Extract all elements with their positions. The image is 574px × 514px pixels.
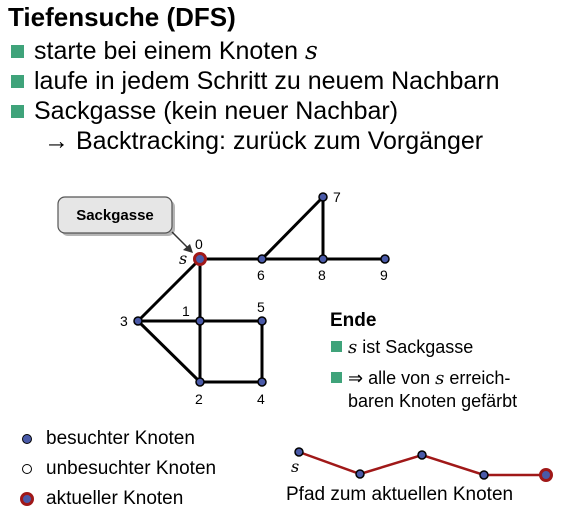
bullet-item: Sackgasse (kein neuer Nachbar) → Backtra…: [8, 96, 500, 156]
ende-text: ⇒ alle von: [348, 368, 436, 388]
graph-node: [195, 316, 205, 326]
graph-node: [257, 254, 267, 264]
path-node-current: [539, 468, 553, 482]
bullet-square-icon: [11, 105, 24, 118]
legend-label: besuchter Knoten: [46, 428, 195, 449]
bullet-subtext: → Backtracking: zurück zum Vorgänger: [44, 127, 484, 155]
start-node-var: s: [179, 249, 187, 268]
bullet-square-icon: [11, 45, 24, 58]
path-node: [294, 447, 304, 457]
legend-item-unvisited: unbesuchter Knoten: [22, 454, 216, 484]
bullet-text: Sackgasse (kein neuer Nachbar): [34, 97, 399, 125]
graph-node: [318, 192, 328, 202]
graph-node: [133, 316, 143, 326]
bullet-var: s: [305, 36, 318, 65]
bullet-item: starte bei einem Knoten s: [8, 36, 500, 66]
unvisited-node-icon: [22, 464, 32, 474]
graph-edge: [260, 195, 325, 261]
legend-item-visited: besuchter Knoten: [22, 424, 216, 454]
path-legend: s: [291, 447, 553, 482]
node-label: 6: [257, 267, 265, 283]
path-start-var: s: [291, 457, 299, 476]
graph-node: [195, 377, 205, 387]
node-label: 8: [318, 267, 326, 283]
bullet-square-icon: [331, 372, 342, 383]
graph-edges: [136, 195, 385, 384]
path-node: [355, 469, 365, 479]
callout-label: Sackgasse: [76, 207, 154, 224]
bullet-list: starte bei einem Knoten s laufe in jedem…: [8, 36, 500, 156]
path-caption: Pfad zum aktuellen Knoten: [286, 484, 514, 505]
bullet-text: laufe in jedem Schritt zu neuem Nachbarn: [34, 67, 500, 95]
bullet-square-icon: [331, 341, 342, 352]
node-label: 9: [380, 267, 388, 283]
graph-node: [380, 254, 390, 264]
node-legend: besuchter Knoten unbesuchter Knoten aktu…: [20, 424, 216, 514]
ende-title: Ende: [330, 310, 377, 331]
ende-item: s ist Sackgasse: [330, 336, 517, 359]
ende-item: ⇒ alle von s erreich- baren Knoten gefär…: [330, 367, 517, 412]
path-node: [479, 470, 489, 480]
callout-arrow-head: [183, 244, 193, 253]
ende-text: baren Knoten gefärbt: [348, 391, 518, 411]
ende-var: s: [435, 368, 445, 389]
node-label: 4: [257, 391, 265, 407]
node-label: 0: [195, 236, 203, 252]
ende-text: erreich-: [444, 368, 511, 388]
legend-label: aktueller Knoten: [46, 488, 184, 509]
callout-box: [57, 196, 173, 234]
legend-item-current: aktueller Knoten: [20, 484, 216, 514]
node-label: 7: [333, 189, 341, 205]
ende-text: ist Sackgasse: [357, 337, 474, 357]
graph-node: [257, 316, 267, 326]
page-title: Tiefensuche (DFS): [8, 2, 236, 32]
graph-node-labels: 0 1 2 3 4 5 6 7 8 9: [120, 189, 388, 407]
legend-label: unbesuchter Knoten: [46, 458, 217, 479]
graph-node: [318, 254, 328, 264]
bullet-square-icon: [11, 75, 24, 88]
path-node: [417, 450, 427, 460]
ende-var: s: [348, 337, 358, 358]
bullet-item: laufe in jedem Schritt zu neuem Nachbarn: [8, 66, 500, 96]
node-label: 5: [257, 299, 265, 315]
graph-edge: [136, 319, 202, 384]
graph-node-current: [193, 252, 207, 266]
graph-node: [257, 377, 267, 387]
node-label: 1: [182, 303, 190, 319]
ende-box: Ende s ist Sackgasse ⇒ alle von s erreic…: [330, 310, 517, 420]
node-label: 3: [120, 313, 128, 329]
callout-sackgasse: Sackgasse: [57, 196, 193, 253]
graph-nodes: [133, 192, 390, 387]
graph-edge: [136, 257, 202, 323]
bullet-text: starte bei einem Knoten: [34, 37, 305, 65]
current-node-icon: [20, 492, 34, 506]
node-label: 2: [195, 391, 203, 407]
visited-node-icon: [22, 434, 32, 444]
